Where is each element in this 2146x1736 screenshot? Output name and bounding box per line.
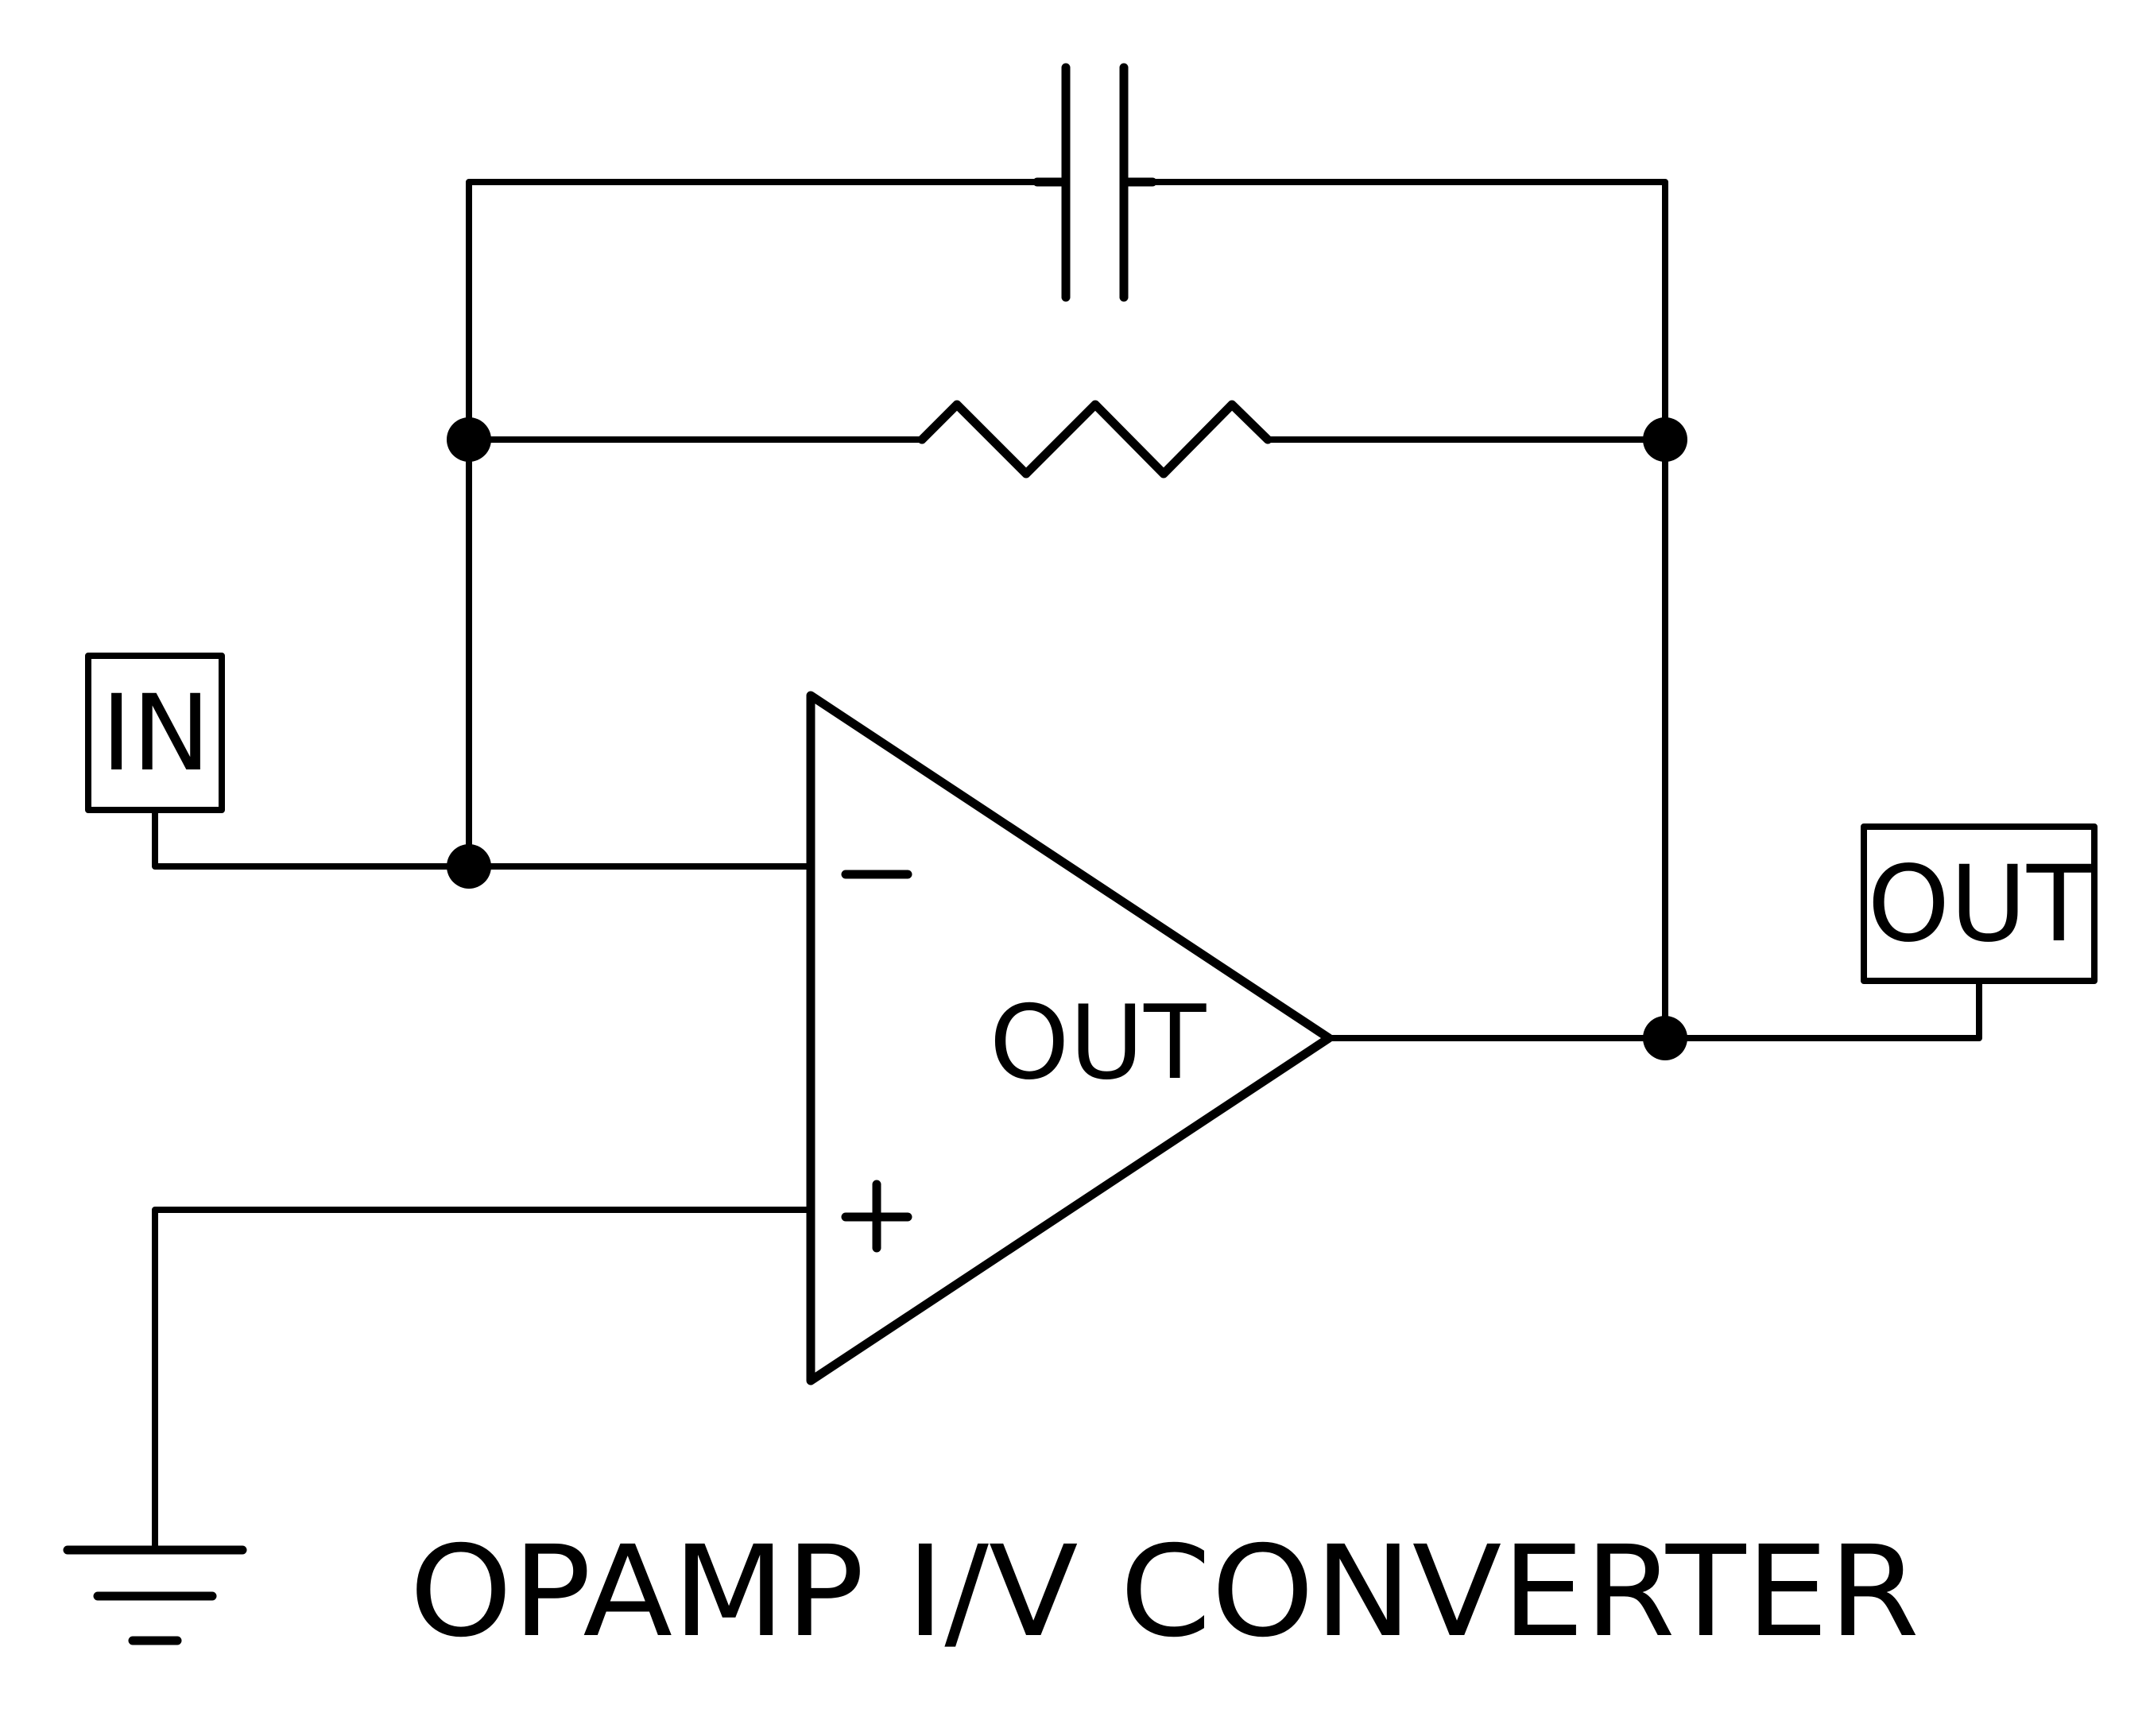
output-port-box xyxy=(1861,823,2098,984)
junction-dot xyxy=(447,844,491,889)
output-wire xyxy=(1326,978,1982,1041)
input-port-label: IN xyxy=(101,672,211,795)
opamp-output-pin-label: OUT xyxy=(990,984,1207,1102)
junction-dot xyxy=(1643,1016,1687,1060)
junction-dot xyxy=(1643,417,1687,462)
diagram-title: OPAMP I/V CONVERTER xyxy=(409,1519,1919,1665)
input-port-box xyxy=(85,653,225,813)
opamp: OUT xyxy=(806,691,1334,1385)
resistor-zigzag xyxy=(917,400,1272,479)
junction-dot xyxy=(447,417,491,462)
noninverting-wire xyxy=(152,1207,814,1553)
capacitor-left-wire xyxy=(466,179,1060,464)
input-port: IN xyxy=(85,653,225,813)
input-wire xyxy=(152,809,814,870)
output-port: OUT xyxy=(1861,823,2098,984)
feedback-capacitor xyxy=(466,63,1668,464)
noninverting-input-symbol xyxy=(841,1180,912,1253)
capacitor-right-wire xyxy=(1149,179,1668,443)
output-port-label: OUT xyxy=(1867,843,2092,966)
ground-symbol xyxy=(63,1545,247,1645)
opamp-triangle xyxy=(806,691,1334,1385)
feedback-resistor xyxy=(466,400,1668,479)
